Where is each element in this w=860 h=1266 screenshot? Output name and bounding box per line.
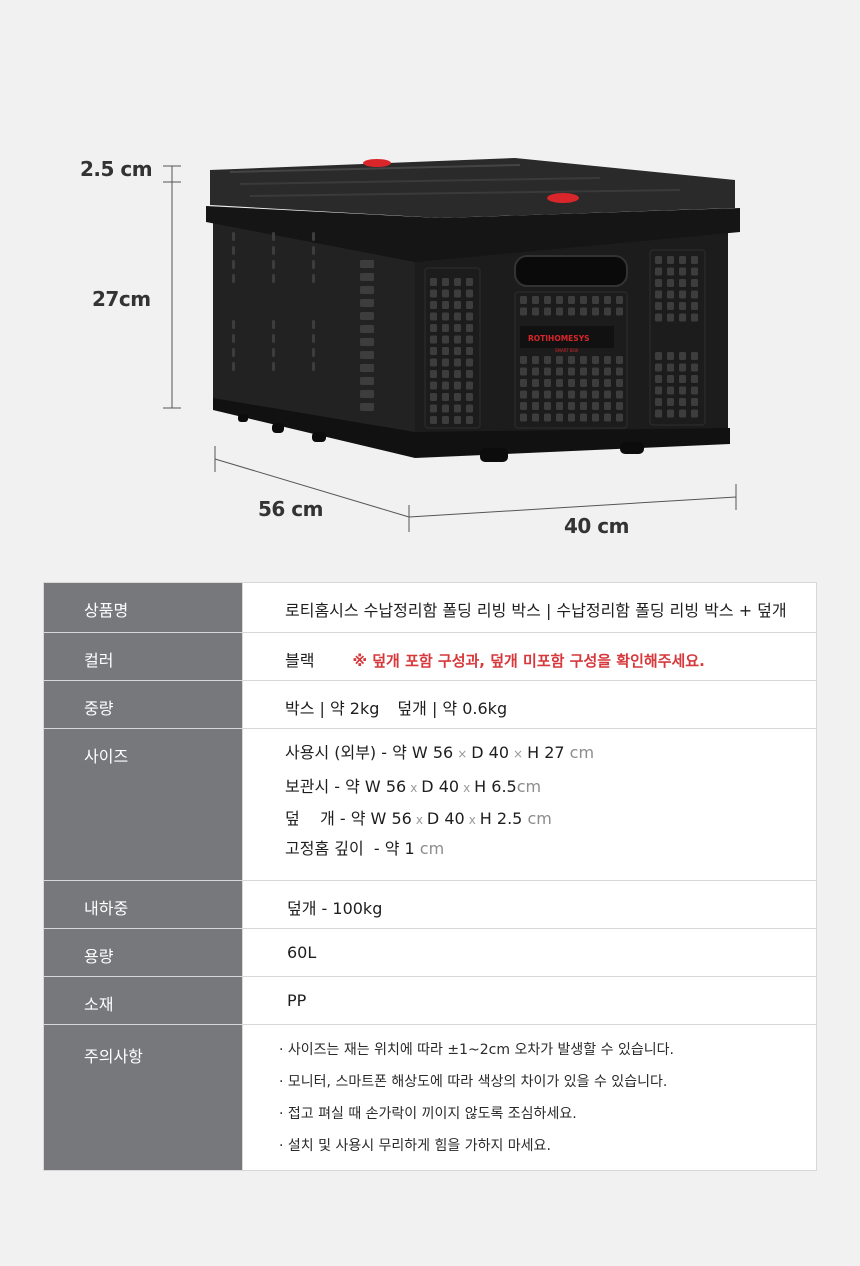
caution-item: · 설치 및 사용시 무리하게 힘을 가하지 마세요. bbox=[279, 1138, 551, 1154]
weight-lid: 덮개 | 약 0.6kg bbox=[397, 699, 508, 718]
vent-holes bbox=[232, 232, 698, 424]
spec-label-material: 소재 bbox=[43, 976, 243, 1025]
spec-label-weight: 중량 bbox=[43, 680, 243, 729]
spec-row-weight: 중량 박스 | 약 2kg 덮개 | 약 0.6kg bbox=[43, 680, 817, 729]
color-note: ※ 덮개 포함 구성과, 덮개 미포함 구성을 확인해주세요. bbox=[352, 652, 705, 670]
spec-row-color: 컬러 블랙 ※ 덮개 포함 구성과, 덮개 미포함 구성을 확인해주세요. bbox=[43, 632, 817, 681]
spec-row-load: 내하중 덮개 - 100kg bbox=[43, 880, 817, 929]
spec-row-size: 사이즈 사용시 (외부) - 약 W 56×D 40×H 27 cm 보관시 -… bbox=[43, 728, 817, 881]
spec-value-caution: · 사이즈는 재는 위치에 따라 ±1~2cm 오차가 발생할 수 있습니다. … bbox=[242, 1024, 817, 1171]
caution-item: · 사이즈는 재는 위치에 따라 ±1~2cm 오차가 발생할 수 있습니다. bbox=[279, 1042, 674, 1058]
spec-row-name: 상품명 로티홈시스 수납정리함 폴딩 리빙 박스 | 수납정리함 폴딩 리빙 박… bbox=[43, 582, 817, 633]
depth-label: 56 cm bbox=[258, 497, 324, 521]
spec-label-name: 상품명 bbox=[43, 582, 243, 633]
caution-item: · 접고 펴실 때 손가락이 끼이지 않도록 조심하세요. bbox=[279, 1106, 577, 1122]
spec-value-color: 블랙 ※ 덮개 포함 구성과, 덮개 미포함 구성을 확인해주세요. bbox=[242, 632, 817, 681]
caution-item: · 모니터, 스마트폰 해상도에 따라 색상의 차이가 있을 수 있습니다. bbox=[279, 1074, 668, 1090]
spec-label-capacity: 용량 bbox=[43, 928, 243, 977]
width-label: 40 cm bbox=[564, 514, 630, 538]
size-line-use: 사용시 (외부) - 약 W 56×D 40×H 27 cm bbox=[285, 743, 595, 762]
spec-value-weight: 박스 | 약 2kg 덮개 | 약 0.6kg bbox=[242, 680, 817, 729]
spec-label-color: 컬러 bbox=[43, 632, 243, 681]
spec-label-caution: 주의사항 bbox=[43, 1024, 243, 1171]
weight-box: 박스 | 약 2kg bbox=[285, 699, 380, 718]
spec-value-load: 덮개 - 100kg bbox=[242, 880, 817, 929]
color-value: 블랙 bbox=[285, 651, 315, 670]
spec-value-name: 로티홈시스 수납정리함 폴딩 리빙 박스 | 수납정리함 폴딩 리빙 박스 + … bbox=[242, 582, 817, 633]
product-figure: ROTIHOMESYS SMART BOX 2.5 cm 27cm 56 cm … bbox=[0, 0, 860, 560]
dimension-lines bbox=[163, 165, 737, 532]
spec-table: 상품명 로티홈시스 수납정리함 폴딩 리빙 박스 | 수납정리함 폴딩 리빙 박… bbox=[43, 582, 817, 1171]
spec-row-material: 소재 PP bbox=[43, 976, 817, 1025]
size-line-groove: 고정홈 깊이 - 약 1 cm bbox=[285, 839, 445, 858]
box-logo-text: ROTIHOMESYS bbox=[528, 334, 590, 343]
spec-row-caution: 주의사항 · 사이즈는 재는 위치에 따라 ±1~2cm 오차가 발생할 수 있… bbox=[43, 1024, 817, 1171]
box-logo-sub: SMART BOX bbox=[555, 348, 578, 353]
spec-value-size: 사용시 (외부) - 약 W 56×D 40×H 27 cm 보관시 - 약 W… bbox=[242, 728, 817, 881]
lid-height-label: 2.5 cm bbox=[80, 157, 153, 181]
spec-value-capacity: 60L bbox=[242, 928, 817, 977]
spec-value-material: PP bbox=[242, 976, 817, 1025]
folding-box-illustration: ROTIHOMESYS SMART BOX bbox=[163, 158, 740, 532]
spec-row-capacity: 용량 60L bbox=[43, 928, 817, 977]
spec-label-load: 내하중 bbox=[43, 880, 243, 929]
spec-label-size: 사이즈 bbox=[43, 728, 243, 881]
body-height-label: 27cm bbox=[92, 287, 151, 311]
